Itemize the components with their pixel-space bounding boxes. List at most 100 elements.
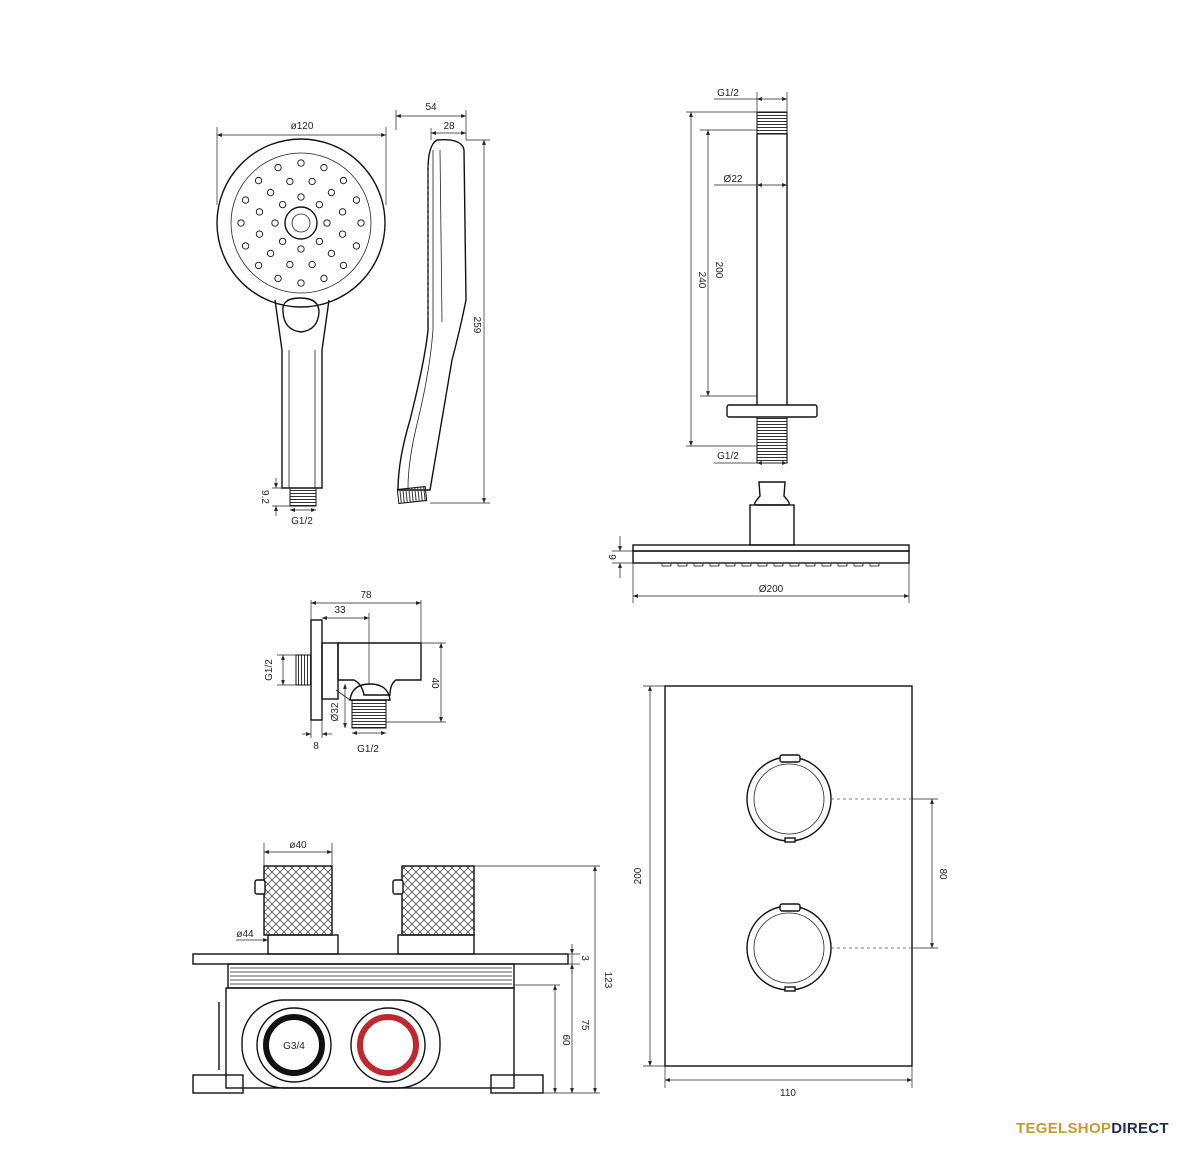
head-nozzle: [805, 562, 816, 567]
rain-head: [632, 481, 910, 567]
handshower-front-view: [216, 138, 386, 507]
nozzle: [352, 242, 361, 250]
head-nozzle: [789, 562, 800, 567]
nozzle: [327, 188, 336, 197]
nozzle: [327, 249, 336, 258]
concealed-valve-box: [192, 865, 569, 1094]
thermostat-knob-right: [392, 865, 475, 955]
svg-text:9.2: 9.2: [259, 490, 270, 504]
nozzle: [266, 188, 275, 197]
svg-text:110: 110: [780, 1088, 796, 1099]
head-nozzle: [757, 562, 768, 567]
nozzle: [338, 208, 347, 216]
head-nozzle: [837, 562, 848, 567]
head-nozzle: [677, 562, 688, 567]
svg-text:Ø22: Ø22: [724, 174, 743, 185]
nozzle: [297, 279, 305, 287]
nozzle: [241, 196, 250, 204]
nozzle: [255, 230, 264, 238]
nozzle: [308, 177, 316, 186]
nozzle: [297, 159, 305, 167]
nozzle: [357, 219, 365, 227]
svg-text:Ø200: Ø200: [759, 584, 784, 595]
svg-text:ø44: ø44: [236, 929, 254, 940]
cold-port: [256, 1007, 332, 1083]
knob-top: [746, 754, 832, 843]
nozzle: [254, 261, 263, 270]
dim-arm: G1/2 Ø22 200 240 G1/2: [686, 88, 788, 465]
svg-text:40: 40: [429, 677, 440, 689]
nozzle: [237, 219, 245, 227]
head-nozzle: [853, 562, 864, 567]
nozzle: [352, 196, 361, 204]
nozzle: [320, 163, 328, 172]
svg-text:G1/2: G1/2: [717, 451, 739, 462]
head-nozzle: [821, 562, 832, 567]
cover-plate: [664, 685, 913, 1067]
logo-part-2: DIRECT: [1111, 1120, 1169, 1137]
nozzle: [339, 176, 348, 185]
svg-text:8: 8: [313, 741, 319, 752]
svg-text:G1/2: G1/2: [264, 659, 275, 681]
svg-text:3: 3: [579, 955, 590, 961]
svg-text:123: 123: [602, 972, 613, 989]
nozzle: [338, 230, 347, 238]
svg-text:28: 28: [443, 121, 455, 132]
nozzle: [241, 242, 250, 250]
nozzle: [255, 208, 264, 216]
head-nozzle: [725, 562, 736, 567]
nozzle: [266, 249, 275, 258]
wall-elbow: [295, 619, 422, 729]
svg-text:60: 60: [560, 1034, 571, 1046]
brand-logo: TEGELSHOPDIRECT: [1016, 1120, 1169, 1137]
nozzle: [286, 260, 294, 269]
svg-text:78: 78: [360, 590, 372, 601]
head-nozzle: [693, 562, 704, 567]
svg-text:ø120: ø120: [291, 121, 314, 132]
nozzle: [339, 261, 348, 270]
svg-text:200: 200: [633, 867, 644, 884]
nozzle: [278, 237, 287, 246]
svg-text:54: 54: [425, 102, 437, 113]
svg-text:ø40: ø40: [289, 840, 307, 851]
nozzle: [323, 219, 331, 227]
head-nozzle: [661, 562, 672, 567]
nozzle: [278, 200, 287, 209]
nozzle: [297, 193, 305, 201]
nozzle: [271, 219, 279, 227]
nozzle: [308, 260, 316, 269]
handshower-side-view: [396, 139, 467, 504]
dim-handshower-side: 54 28 259: [395, 102, 490, 504]
head-nozzles: [661, 562, 880, 567]
dim-elbow: 78 33 G1/2 40 Ø32 8 G1/2: [264, 590, 446, 755]
logo-part-1: TEGELSHOP: [1016, 1120, 1112, 1137]
dim-valve: ø40 ø44 3 123 75 60: [236, 840, 613, 1094]
head-nozzle: [741, 562, 752, 567]
nozzle: [254, 176, 263, 185]
port-label: G3/4: [283, 1041, 305, 1052]
thermostat-knob-left: [254, 865, 339, 955]
head-nozzle: [773, 562, 784, 567]
shower-arm: [726, 111, 818, 464]
svg-text:240: 240: [696, 272, 707, 289]
svg-text:G1/2: G1/2: [717, 88, 739, 99]
svg-text:33: 33: [334, 605, 346, 616]
nozzle: [274, 274, 282, 283]
dim-handshower-thread: 9.2 G1/2: [259, 478, 316, 527]
knob-bottom: [746, 903, 832, 992]
dim-handshower-diameter: ø120: [216, 121, 387, 205]
nozzle: [286, 177, 294, 186]
svg-text:200: 200: [713, 262, 724, 279]
svg-text:Ø32: Ø32: [330, 702, 341, 721]
hot-port: [350, 1007, 426, 1083]
dim-plate: 200 80 110: [633, 685, 948, 1099]
head-nozzle: [709, 562, 720, 567]
head-nozzle: [869, 562, 880, 567]
svg-text:G1/2: G1/2: [357, 744, 379, 755]
dim-head: 9 Ø200: [606, 536, 910, 603]
nozzle: [315, 237, 324, 246]
svg-text:259: 259: [471, 317, 482, 334]
nozzle: [297, 245, 305, 253]
nozzle: [315, 200, 324, 209]
